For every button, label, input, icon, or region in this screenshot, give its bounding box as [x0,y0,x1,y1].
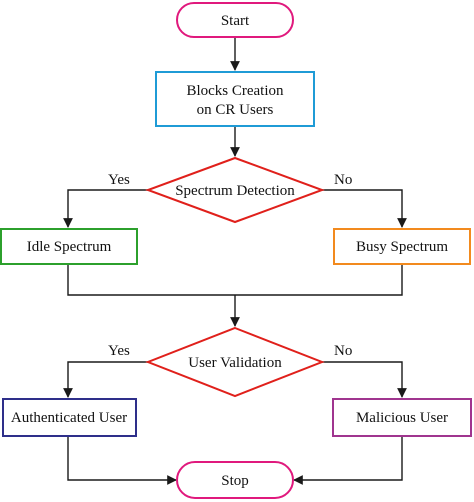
blocks-creation-node: Blocks Creation on CR Users [155,71,315,127]
arrow-detection-yes-to-idle [63,189,148,228]
malicious-user-label: Malicious User [356,410,448,426]
spectrum-detection-diamond [145,156,325,224]
authenticated-user-label: Authenticated User [11,410,127,426]
busy-spectrum-box [333,228,471,265]
blocks-creation-box [155,71,315,127]
label-detection-no: No [334,172,352,188]
stop-terminator-shape [176,461,294,499]
stop-node: Stop [176,461,294,499]
malicious-user-box [332,398,472,437]
busy-spectrum-node: Busy Spectrum [333,228,471,265]
idle-spectrum-box [0,228,138,265]
user-validation-node: User Validation [145,326,325,398]
authenticated-user-box [2,398,137,437]
label-validation-yes: Yes [108,343,130,359]
label-detection-yes: Yes [108,172,130,188]
start-label: Start [221,13,250,29]
spectrum-detection-node: Spectrum Detection [145,156,325,224]
user-validation-diamond [145,326,325,398]
label-validation-no: No [334,343,352,359]
blocks-creation-label-line1: Blocks Creation [186,83,284,99]
stop-label: Stop [221,473,249,489]
authenticated-user-node: Authenticated User [2,398,137,437]
merge-idle-busy-line [67,264,403,296]
malicious-user-node: Malicious User [332,398,472,437]
user-validation-label: User Validation [188,355,282,371]
blocks-creation-label-line2: on CR Users [197,102,274,118]
arrow-validation-yes-to-authenticated [63,361,148,398]
arrow-detection-no-to-busy [322,189,407,228]
spectrum-detection-label: Spectrum Detection [175,183,295,199]
arrow-validation-no-to-malicious [322,361,407,398]
arrow-malicious-to-stop [293,436,403,485]
idle-spectrum-node: Idle Spectrum [0,228,138,265]
start-node: Start [176,2,294,38]
start-terminator-shape [176,2,294,38]
arrow-authenticated-to-stop [67,436,177,485]
idle-spectrum-label: Idle Spectrum [27,239,112,255]
busy-spectrum-label: Busy Spectrum [356,239,448,255]
